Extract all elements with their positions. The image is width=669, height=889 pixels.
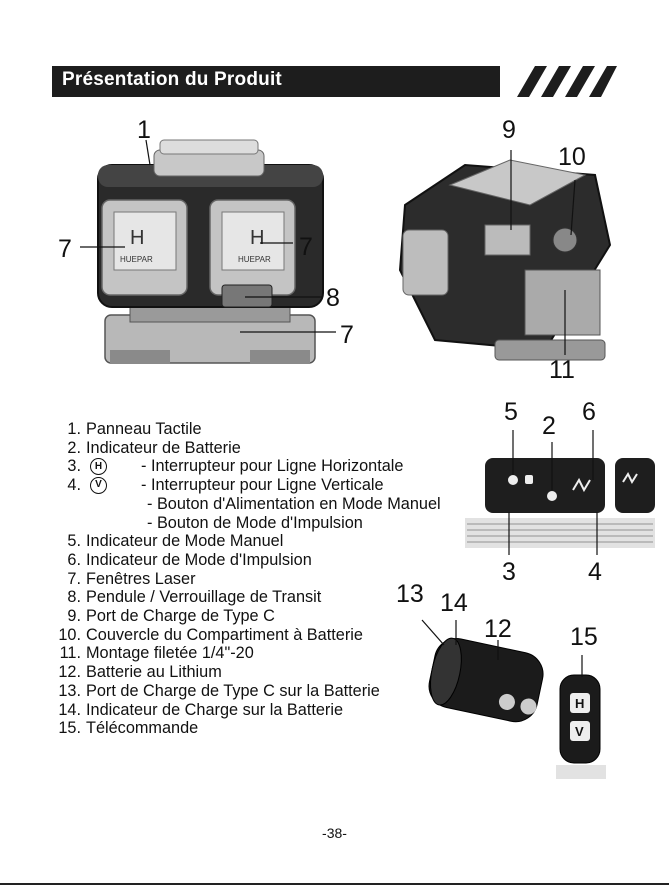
list-item: 10.Couvercle du Compartiment à Batterie [52,626,472,645]
callout-7a: 7 [58,237,72,262]
callout-11: 11 [549,358,575,383]
callout-5: 5 [504,400,518,425]
callout-3: 3 [502,560,516,585]
list-item: 2.Indicateur de Batterie [52,439,472,458]
laser-level-back-image [395,150,625,375]
brand-right: HUEPAR [238,255,271,264]
callout-1: 1 [137,118,151,143]
control-panel-image [455,420,665,565]
svg-text:H: H [130,227,144,249]
feature-list: 1.Panneau Tactile 2.Indicateur de Batter… [52,420,472,738]
callout-12: 12 [484,617,512,642]
list-item: 12.Batterie au Lithium [52,663,472,682]
callout-4: 4 [588,560,602,585]
callout-2: 2 [542,414,556,439]
list-item: 6.Indicateur de Mode d'Impulsion [52,551,472,570]
list-item: 1.Panneau Tactile [52,420,472,439]
list-item: 11.Montage filetée 1/4"-20 [52,644,472,663]
list-item: 5.Indicateur de Mode Manuel [52,532,472,551]
list-item: 7.Fenêtres Laser [52,570,472,589]
list-subitem: - Bouton de Mode d'Impulsion [52,514,472,533]
list-item: 4.V- Interrupteur pour Ligne Verticale [52,476,472,495]
list-item: 14.Indicateur de Charge sur la Batterie [52,701,472,720]
list-item: 13.Port de Charge de Type C sur la Batte… [52,682,472,701]
page-number: -38- [0,825,669,841]
callout-7c: 7 [340,323,354,348]
laser-level-front-image: H HUEPAR H HUEPAR [50,110,380,400]
list-item: 8.Pendule / Verrouillage de Transit [52,588,472,607]
h-circle-icon: H [90,458,107,475]
section-title: Présentation du Produit [62,69,282,91]
list-item: 9.Port de Charge de Type C [52,607,472,626]
brand-left: HUEPAR [120,255,153,264]
svg-text:H: H [250,227,264,249]
list-item: 3.H- Interrupteur pour Ligne Horizontale [52,457,472,476]
callout-10: 10 [558,145,586,170]
remote-key-v: V [575,724,584,739]
remote-key-h: H [575,696,584,711]
callout-6: 6 [582,400,596,425]
v-circle-icon: V [90,477,107,494]
decorative-stripes [505,66,617,97]
bottom-rule [0,883,669,885]
callout-15: 15 [570,625,598,650]
callout-9: 9 [502,118,516,143]
callout-8: 8 [326,286,340,311]
callout-7b: 7 [299,235,313,260]
list-item: 15.Télécommande [52,719,472,738]
list-subitem: - Bouton d'Alimentation en Mode Manuel [52,495,472,514]
